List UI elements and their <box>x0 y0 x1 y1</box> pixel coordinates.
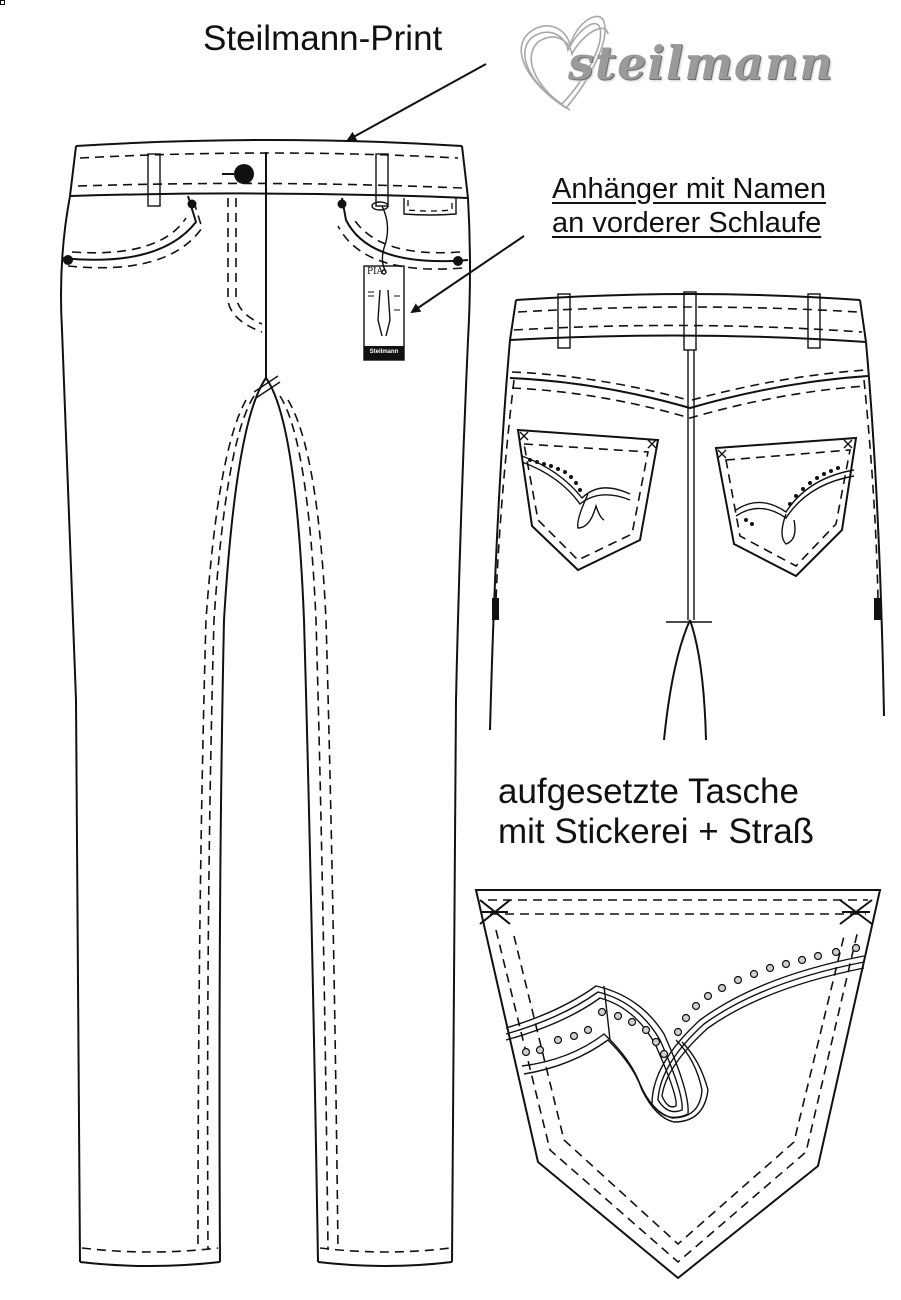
label-pocket-line1: aufgesetzte Tasche <box>498 772 799 811</box>
label-hangtag-line2: an vorderer Schlaufe <box>552 207 822 239</box>
hangtag-brand: Steilmann <box>369 349 399 355</box>
corner-mark <box>0 0 5 5</box>
label-pocket-line2: mit Stickerei + Straß <box>498 812 815 851</box>
hangtag-name: PIA <box>367 267 384 277</box>
label-steilmann-print: Steilmann-Print <box>203 19 443 58</box>
label-hangtag: Anhänger mit Namen an vorderer Schlaufe <box>552 172 892 240</box>
button-icon <box>234 164 254 184</box>
logo-wordmark: steilmann <box>568 36 834 90</box>
rhinestone-icon <box>521 943 861 1059</box>
label-patch-pocket: aufgesetzte Tasche mit Stickerei + Straß <box>498 772 898 852</box>
bartack-icon <box>479 899 873 925</box>
label-hangtag-line1: Anhänger mit Namen <box>552 173 827 205</box>
